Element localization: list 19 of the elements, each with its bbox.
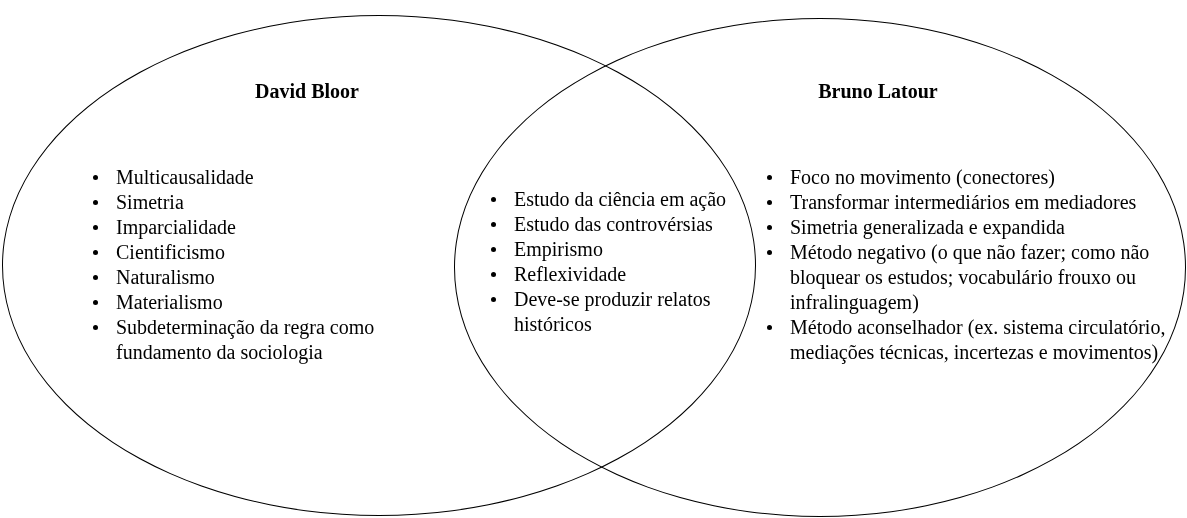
set-heading: David Bloor: [255, 79, 359, 103]
list-item: Método aconselhador (ex. sistema circulatório, mediações técnicas, incertezas e movimentos): [790, 315, 1167, 365]
list-item: Reflexividade: [514, 262, 627, 287]
set-heading: Bruno Latour: [818, 79, 938, 103]
list-item: Materialismo: [116, 290, 223, 315]
list-item: Cientificismo: [116, 240, 225, 265]
list-item: Estudo das controvérsias: [514, 212, 713, 237]
list-item: Estudo da ciência em ação: [514, 187, 727, 212]
list-item: Multicausalidade: [116, 165, 254, 190]
list-item: Naturalismo: [116, 265, 215, 290]
list-item: Transformar intermediários em mediadores: [790, 190, 1137, 215]
list-item: Subdeterminação da regra como fundamento da sociologia: [116, 315, 376, 365]
list-item: Método negativo (o que não fazer; como não bloquear os estudos; vocabulário frouxo ou infralinguagem): [790, 240, 1151, 315]
list-item: Simetria: [116, 190, 184, 215]
list-item: Simetria generalizada e expandida: [790, 215, 1065, 240]
list-item: Deve-se produzir relatos históricos: [514, 287, 712, 337]
list-item: Foco no movimento (conectores): [790, 165, 1055, 190]
list-item: Imparcialidade: [116, 215, 236, 240]
list-item: Empirismo: [514, 237, 603, 262]
